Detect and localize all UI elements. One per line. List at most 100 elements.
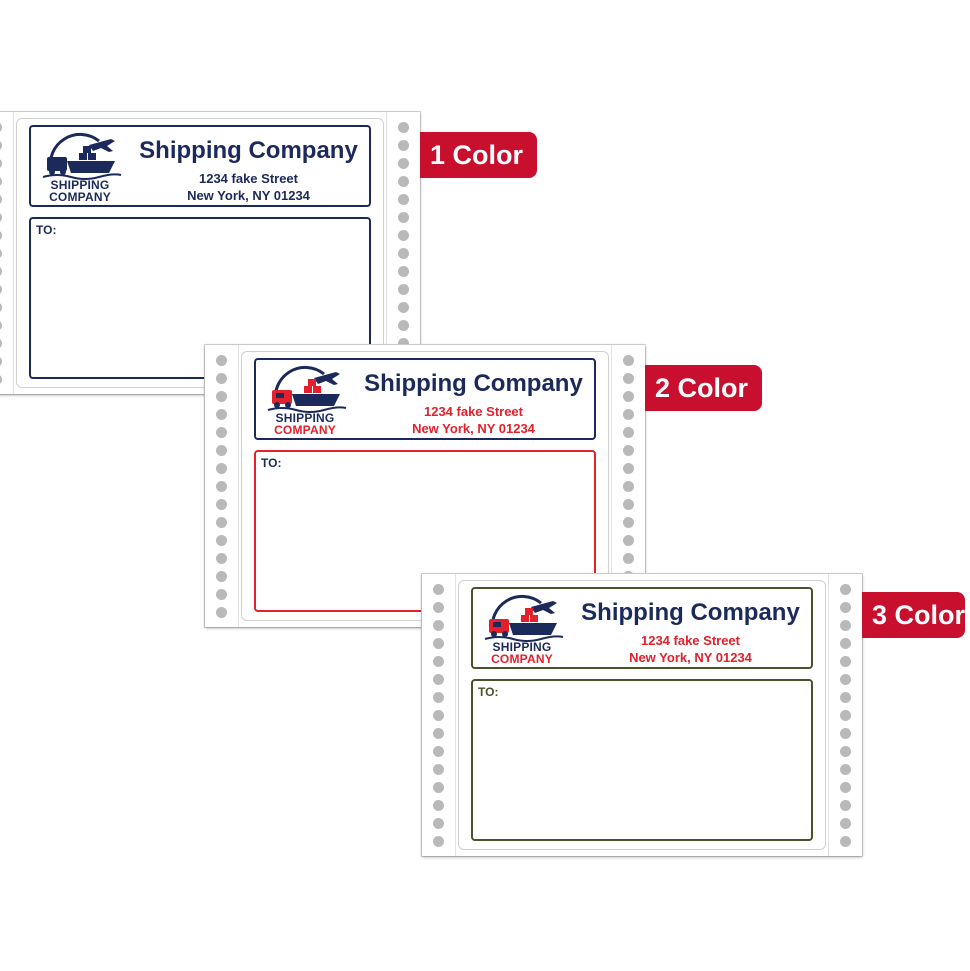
perforation-hole xyxy=(398,283,409,295)
perforation-hole xyxy=(840,781,851,793)
perforation-hole xyxy=(216,606,227,618)
address-line1: 1234 fake Street xyxy=(198,171,298,186)
perforation-hole xyxy=(623,426,634,438)
perforation-hole xyxy=(216,444,227,456)
address-line1: 1234 fake Street xyxy=(423,404,523,419)
perforation-hole xyxy=(623,462,634,474)
logo-text-line1: SHIPPING xyxy=(50,178,110,192)
perforation-hole xyxy=(623,552,634,564)
perforation-hole xyxy=(398,319,409,331)
perforation-hole xyxy=(216,534,227,546)
perforation-hole xyxy=(216,552,227,564)
perforation-hole xyxy=(433,709,444,721)
perforation-hole xyxy=(216,426,227,438)
perforation-hole xyxy=(216,408,227,420)
perforation-hole xyxy=(623,372,634,384)
perforation-hole xyxy=(433,655,444,667)
perforation-hole xyxy=(433,637,444,649)
perforation-hole xyxy=(0,139,2,151)
perforation-hole xyxy=(433,799,444,811)
perforation-hole xyxy=(840,799,851,811)
perforation-hole xyxy=(0,121,2,133)
perforation-hole xyxy=(840,763,851,775)
to-label: TO: xyxy=(36,223,57,237)
perforation-hole xyxy=(623,408,634,420)
perforation-hole xyxy=(433,781,444,793)
perforation-hole xyxy=(840,619,851,631)
perforation-hole xyxy=(840,673,851,685)
perforation-hole xyxy=(398,301,409,313)
perforation-hole xyxy=(433,601,444,613)
perforation-hole xyxy=(840,745,851,757)
company-name: Shipping Company xyxy=(139,137,358,164)
perforation-hole xyxy=(433,691,444,703)
perforation-hole xyxy=(840,709,851,721)
perforation-hole xyxy=(433,619,444,631)
perforation-hole xyxy=(398,157,409,169)
perforation-hole xyxy=(433,745,444,757)
perforation-hole xyxy=(398,247,409,259)
company-name: Shipping Company xyxy=(581,599,800,626)
ship-truck-plane-icon xyxy=(42,132,122,180)
perforation-hole xyxy=(0,265,2,277)
perforation-hole xyxy=(0,283,2,295)
perforation-hole xyxy=(216,588,227,600)
perforation-hole xyxy=(433,727,444,739)
header-box: SHIPPING COMPANY Shipping Company 1234 f… xyxy=(471,587,813,669)
recipient-box: TO: xyxy=(471,679,813,841)
perforation-hole xyxy=(623,534,634,546)
logo-text-line2: COMPANY xyxy=(491,652,553,666)
perforation-hole xyxy=(216,390,227,402)
perforation-hole xyxy=(840,691,851,703)
perforation-hole xyxy=(398,265,409,277)
perforation-hole xyxy=(216,462,227,474)
address-line2: New York, NY 01234 xyxy=(412,421,535,436)
perforation-hole xyxy=(623,390,634,402)
logo-text-line1: SHIPPING xyxy=(275,411,335,425)
perforation-hole xyxy=(840,817,851,829)
perforation-hole xyxy=(623,444,634,456)
perforation-hole xyxy=(433,817,444,829)
badge-2-color: 2 Color xyxy=(645,365,763,411)
perforation-hole xyxy=(433,673,444,685)
perforation-hole xyxy=(623,516,634,528)
badge-3-color: 3 Color xyxy=(862,592,966,638)
label-sheet-3-color: SHIPPING COMPANY Shipping Company 1234 f… xyxy=(422,574,862,856)
perforation-hole xyxy=(840,583,851,595)
perforation-hole xyxy=(0,247,2,259)
perforation-hole xyxy=(0,211,2,223)
perforation-hole xyxy=(398,139,409,151)
label-face: SHIPPING COMPANY Shipping Company 1234 f… xyxy=(16,118,384,388)
perforation-hole xyxy=(398,337,409,349)
label-face: SHIPPING COMPANY Shipping Company 1234 f… xyxy=(241,351,609,621)
perforation-hole xyxy=(398,193,409,205)
perforation-hole xyxy=(0,175,2,187)
perforation-hole xyxy=(0,337,2,349)
perforation-hole xyxy=(840,601,851,613)
perforation-hole xyxy=(0,229,2,241)
label-face: SHIPPING COMPANY Shipping Company 1234 f… xyxy=(458,580,826,850)
perforation-hole xyxy=(840,637,851,649)
perforation-hole xyxy=(0,157,2,169)
perforation-hole xyxy=(840,835,851,847)
company-logo: SHIPPING COMPANY xyxy=(479,593,565,667)
perforation-hole xyxy=(623,354,634,366)
to-label: TO: xyxy=(478,685,499,699)
company-logo: SHIPPING COMPANY xyxy=(37,131,123,205)
perforation-hole xyxy=(0,301,2,313)
address-line2: New York, NY 01234 xyxy=(629,650,752,665)
perforation-hole xyxy=(216,570,227,582)
perforation-hole xyxy=(216,480,227,492)
perforation-hole xyxy=(433,763,444,775)
logo-text-line2: COMPANY xyxy=(49,190,111,204)
company-name: Shipping Company xyxy=(364,370,583,397)
perforation-strip-left xyxy=(205,345,239,627)
address-line2: New York, NY 01234 xyxy=(187,188,310,203)
perforation-strip-right xyxy=(828,574,862,856)
perforation-strip-left xyxy=(0,112,14,394)
logo-text-line1: SHIPPING xyxy=(492,640,552,654)
perforation-hole xyxy=(398,175,409,187)
perforation-hole xyxy=(433,835,444,847)
address-line1: 1234 fake Street xyxy=(640,633,740,648)
perforation-hole xyxy=(216,516,227,528)
